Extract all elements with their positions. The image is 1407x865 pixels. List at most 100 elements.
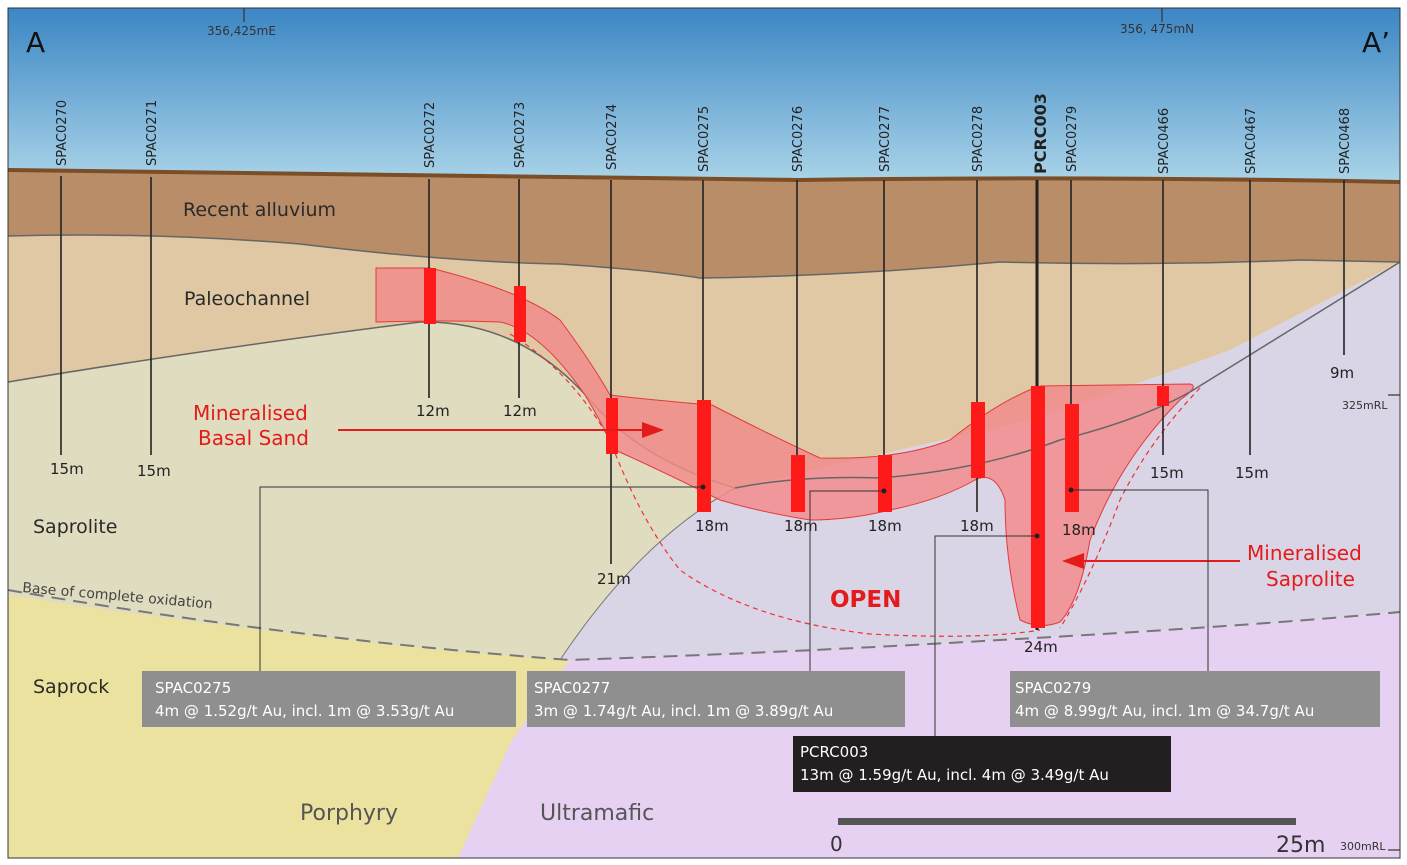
- depth-label: 15m: [137, 462, 171, 480]
- leader-lines: [259, 486, 1209, 738]
- unit-label-saprock: Saprock: [33, 676, 109, 698]
- figure-frame: [7, 7, 1401, 859]
- sky: [8, 8, 1400, 180]
- depth-label: 15m: [1235, 464, 1269, 482]
- depth-label: 18m: [960, 517, 994, 535]
- basal-sand-arrowhead: [642, 422, 664, 438]
- depth-label: 24m: [1024, 638, 1058, 656]
- easting-label: 356,425mE: [207, 24, 276, 38]
- depth-label: 9m: [1330, 364, 1354, 382]
- saprolite-label-line1: Mineralised: [1247, 541, 1362, 565]
- saprolite-label-line2: Saprolite: [1266, 567, 1355, 591]
- depth-label: 21m: [597, 570, 631, 588]
- intercept-box-hole: SPAC0277: [534, 679, 610, 697]
- saprolite-zone: [8, 321, 735, 660]
- intercept-bar: [791, 455, 805, 512]
- hole-labels: SPAC0270 SPAC0271 SPAC0272 SPAC0273 SPAC…: [55, 93, 1353, 174]
- ground-surface-line: [7, 168, 1401, 184]
- hole-label: SPAC0468: [1338, 108, 1353, 174]
- open-label: OPEN: [830, 587, 901, 613]
- intercept-box-hole: SPAC0279: [1015, 679, 1091, 697]
- depth-label: 15m: [1150, 464, 1184, 482]
- paleochannel-zone: [8, 235, 1400, 488]
- depth-labels: 15m 15m 12m 12m 21m 18m 18m 18m 18m 24m …: [50, 364, 1354, 656]
- leader-spac0275: [259, 486, 703, 672]
- intercept-box-result: 3m @ 1.74g/t Au, incl. 1m @ 3.89g/t Au: [534, 702, 833, 720]
- section-end-label: A’: [1362, 26, 1390, 59]
- leader-pcrc003: [934, 535, 1037, 738]
- base-oxidation-line: [7, 589, 1401, 662]
- intercept-bar: [1065, 404, 1079, 512]
- leader-spac0279: [1071, 489, 1209, 672]
- scale-bar-start: 0: [830, 832, 843, 856]
- intercept-box-spac0279: SPAC0279 4m @ 8.99g/t Au, incl. 1m @ 34.…: [1010, 671, 1380, 727]
- hole-label: SPAC0271: [145, 100, 160, 166]
- rl-label-lower: 300mRL: [1340, 840, 1386, 853]
- scale-bar: [838, 818, 1296, 825]
- intercept-box-pcrc003: PCRC003 13m @ 1.59g/t Au, incl. 4m @ 3.4…: [793, 736, 1171, 792]
- unit-label-ultramafic: Ultramafic: [540, 801, 654, 826]
- unit-label-saprolite: Saprolite: [33, 516, 117, 538]
- saprolite-arrowhead: [1062, 553, 1084, 569]
- leader-dot: [1068, 487, 1074, 493]
- hole-label: SPAC0278: [971, 106, 986, 172]
- basal-sand-label-line2: Basal Sand: [198, 426, 309, 450]
- unit-label-alluvium: Recent alluvium: [183, 199, 336, 221]
- hole-label: SPAC0273: [513, 102, 528, 168]
- leader-spac0277: [809, 490, 884, 672]
- hole-label: SPAC0270: [55, 100, 70, 166]
- unit-label-porphyry: Porphyry: [300, 801, 398, 826]
- leader-dot: [881, 488, 887, 494]
- hole-label: SPAC0272: [423, 102, 438, 168]
- hole-label-pcrc003: PCRC003: [1031, 93, 1050, 174]
- open-extension-dashed-right: [1059, 387, 1201, 629]
- hole-label: SPAC0277: [878, 106, 893, 172]
- intercept-box-result: 4m @ 1.52g/t Au, incl. 1m @ 3.53g/t Au: [155, 702, 454, 720]
- intercept-box-spac0275: SPAC0275 4m @ 1.52g/t Au, incl. 1m @ 3.5…: [142, 671, 516, 727]
- intercept-bar: [697, 400, 711, 512]
- depth-label: 18m: [695, 517, 729, 535]
- intercept-box-hole: SPAC0275: [155, 679, 231, 697]
- section-start-label: A: [26, 26, 45, 59]
- hole-label: SPAC0279: [1065, 106, 1080, 172]
- intercept-box-bg: [142, 671, 516, 727]
- unit-label-paleochannel: Paleochannel: [184, 288, 310, 310]
- rl-label-upper: 325mRL: [1342, 399, 1388, 412]
- depth-label: 18m: [868, 517, 902, 535]
- intercept-box-hole: PCRC003: [800, 743, 868, 761]
- intercept-box-spac0277: SPAC0277 3m @ 1.74g/t Au, incl. 1m @ 3.8…: [527, 671, 905, 727]
- hole-label: SPAC0274: [605, 104, 620, 170]
- hole-label: SPAC0275: [697, 106, 712, 172]
- intercept-bar: [514, 286, 526, 342]
- alluvium-base-line: [7, 234, 1401, 279]
- intercept-bar: [878, 455, 892, 512]
- depth-label: 12m: [503, 402, 537, 420]
- intercept-bar: [424, 268, 436, 324]
- hole-label: SPAC0276: [791, 106, 806, 172]
- open-extension-dashed: [509, 333, 1041, 637]
- alluvium-zone: [8, 170, 1400, 278]
- hole-label: SPAC0467: [1244, 108, 1259, 174]
- depth-label: 18m: [784, 517, 818, 535]
- intercept-box-bg: [1010, 671, 1380, 727]
- hole-label: SPAC0466: [1157, 108, 1172, 174]
- leader-dot: [1034, 533, 1040, 539]
- intercept-box-result: 4m @ 8.99g/t Au, incl. 1m @ 34.7g/t Au: [1015, 702, 1314, 720]
- intercept-bar: [971, 402, 985, 478]
- intercept-bars: [424, 268, 1169, 628]
- intercept-box-bg: [527, 671, 905, 727]
- scale-bar-end: 25m: [1276, 833, 1325, 858]
- leader-dot: [700, 484, 706, 490]
- saprolite-ultramafic-contact: [559, 487, 736, 661]
- intercept-bar: [606, 398, 618, 454]
- intercept-box-bg: [793, 736, 1171, 792]
- mineralisation-envelope: [375, 267, 1194, 626]
- intercept-box-result: 13m @ 1.59g/t Au, incl. 4m @ 3.49g/t Au: [800, 766, 1109, 784]
- depth-label: 15m: [50, 460, 84, 478]
- depth-label: 18m: [1062, 521, 1096, 539]
- depth-label: 12m: [416, 402, 450, 420]
- intercept-bar: [1157, 386, 1169, 406]
- northing-label: 356, 475mN: [1120, 22, 1194, 36]
